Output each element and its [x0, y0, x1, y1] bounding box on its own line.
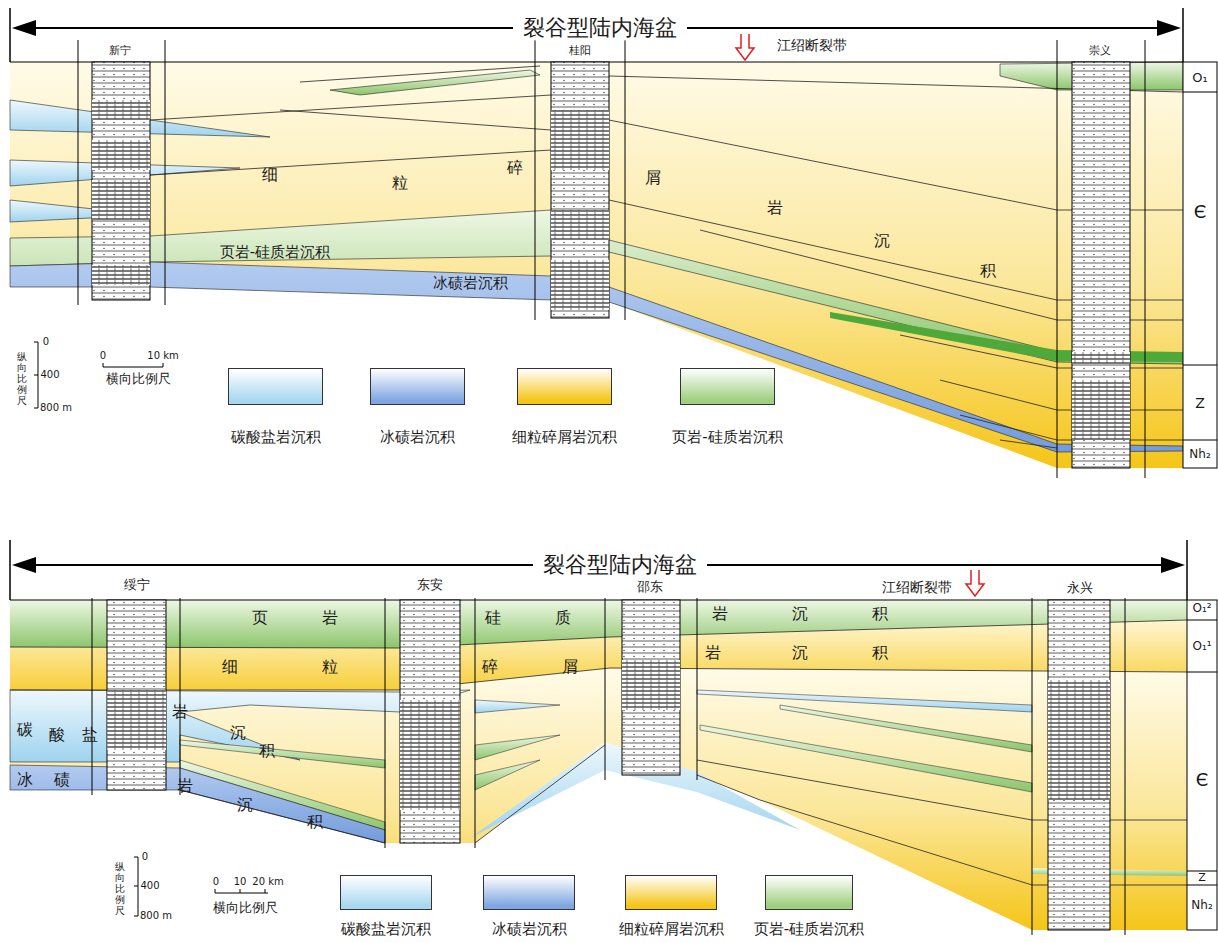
- fault-label: 江绍断裂带: [777, 37, 847, 53]
- fault-label: 江绍断裂带: [882, 579, 952, 595]
- facies-label: 页岩-硅质岩沉积: [220, 244, 330, 261]
- scale-number: 800 m: [40, 402, 72, 414]
- legend-text: 页岩-硅质岩沉积: [754, 920, 864, 939]
- legend-text: 细粒碎屑岩沉积: [512, 428, 617, 447]
- section-title: 裂谷型陆内海盆: [533, 552, 707, 577]
- facies-character: 岩: [172, 703, 188, 721]
- well-name: 东安: [417, 578, 443, 593]
- scale-title: 横向比例尺: [106, 372, 171, 387]
- stratum-code: Є: [1194, 202, 1207, 223]
- facies-character: 页: [252, 609, 268, 627]
- legend-swatch: [680, 368, 775, 405]
- facies-character: 沉: [237, 796, 253, 814]
- scale-number: 20 km: [252, 876, 283, 888]
- facies-character: 细: [262, 166, 278, 184]
- legend-text: 碳酸盐岩沉积: [231, 428, 321, 447]
- legend-text: 冰碛岩沉积: [492, 920, 567, 939]
- facies-character: 粒: [322, 658, 338, 676]
- facies-character: 屑: [562, 658, 578, 676]
- facies-character: 岩: [177, 777, 193, 795]
- facies-character: 酸: [49, 726, 65, 744]
- scale-number: 400: [140, 880, 159, 892]
- scale-number: 800 m: [140, 910, 172, 922]
- facies-character: 积: [872, 644, 888, 662]
- facies-character: 细: [222, 658, 238, 676]
- facies-character: 屑: [645, 169, 661, 187]
- facies-character: 质: [555, 609, 571, 627]
- scale-title: 纵向比例尺: [17, 351, 27, 406]
- legend-text: 冰碛岩沉积: [380, 428, 455, 447]
- well-name: 邵东: [637, 580, 663, 595]
- stratum-code: Z: [1198, 872, 1206, 885]
- well-name: 新宁: [109, 45, 131, 58]
- scale-number: 10 km: [147, 350, 178, 362]
- legend-swatch: [625, 875, 717, 910]
- scale-number: 400: [40, 369, 59, 381]
- well-name: 绥宁: [124, 578, 150, 593]
- facies-character: 积: [980, 262, 996, 280]
- scale-number: 0: [142, 851, 148, 863]
- facies-character: 岩: [712, 605, 728, 623]
- legend-text: 碳酸盐岩沉积: [341, 920, 431, 939]
- facies-character: 碎: [507, 159, 523, 177]
- facies-character: 沉: [792, 644, 808, 662]
- facies-character: 碎: [482, 658, 498, 676]
- facies-character: 碳: [17, 721, 33, 739]
- stratum-code: O₁: [1192, 71, 1207, 86]
- facies-character: 沉: [230, 724, 246, 742]
- scale-title: 纵向比例尺: [115, 861, 125, 916]
- facies-character: 沉: [874, 232, 890, 250]
- section-title: 裂谷型陆内海盆: [513, 15, 687, 40]
- facies-character: 硅: [485, 609, 501, 627]
- legend-swatch: [340, 875, 432, 910]
- facies-character: 盐: [82, 726, 98, 744]
- well-name: 崇义: [1089, 45, 1111, 58]
- facies-character: 岩: [322, 609, 338, 627]
- legend-text: 细粒碎屑岩沉积: [619, 920, 724, 939]
- scale-number: 0: [213, 876, 219, 888]
- stratum-code: O₁¹: [1192, 640, 1211, 654]
- well-name: 永兴: [1067, 581, 1093, 596]
- facies-label: 冰碛岩沉积: [433, 275, 508, 292]
- scale-number: 10: [234, 876, 247, 888]
- stratum-code: Z: [1195, 395, 1205, 411]
- legend-swatch: [370, 368, 465, 405]
- facies-character: 冰: [17, 771, 33, 789]
- well-name: 桂阳: [569, 45, 591, 58]
- facies-character: 粒: [392, 174, 408, 192]
- legend-swatch: [228, 368, 323, 405]
- stratum-code: Nh₂: [1191, 899, 1212, 913]
- scale-title: 横向比例尺: [213, 901, 278, 916]
- facies-character: 沉: [792, 605, 808, 623]
- scale-number: 0: [43, 336, 49, 348]
- facies-character: 积: [259, 742, 275, 760]
- bottom-section: [10, 540, 1217, 935]
- legend-swatch: [517, 368, 612, 405]
- legend-text: 页岩-硅质岩沉积: [672, 428, 782, 447]
- facies-character: 岩: [705, 644, 721, 662]
- stratum-code: O₁²: [1192, 602, 1211, 616]
- top-section: [10, 8, 1217, 478]
- facies-character: 碛: [54, 771, 70, 789]
- scale-number: 0: [100, 350, 106, 362]
- facies-character: 岩: [767, 199, 783, 217]
- stratum-code: Є: [1196, 770, 1209, 791]
- facies-character: 积: [872, 605, 888, 623]
- legend-swatch: [765, 875, 853, 910]
- legend-swatch: [483, 875, 575, 910]
- facies-character: 积: [307, 813, 323, 831]
- stratum-code: Nh₂: [1189, 448, 1210, 462]
